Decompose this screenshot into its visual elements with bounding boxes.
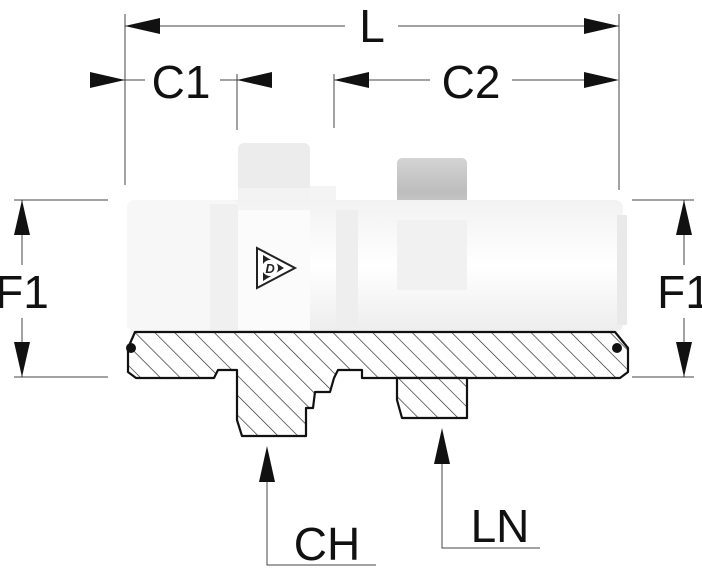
nut-cross-section [395,376,469,420]
arrowhead-icon [125,18,160,34]
left-o-ring [126,343,136,353]
arrowhead-icon [259,446,275,482]
cross-section [126,330,630,438]
logo-letter: D [265,261,275,276]
arrowhead-icon [334,72,369,88]
right-end [617,215,627,325]
arrowhead-icon [237,72,272,88]
arrowhead-icon [676,200,692,235]
c1-label: C1 [152,56,211,108]
fitting-body [127,143,627,332]
ln-label: LN [471,500,530,552]
arrowhead-icon [584,72,619,88]
arrowhead-icon [584,18,619,34]
ch-label: CH [294,518,360,570]
f1-left-label: F1 [0,266,49,318]
right-hex-nut-face [397,220,467,290]
arrowhead-icon [676,342,692,377]
arrowhead-icon [434,428,450,464]
arrowhead-icon [14,200,30,235]
c2-label: C2 [442,56,501,108]
arrowhead-icon [14,342,30,377]
right-o-ring [612,343,622,353]
groove [336,210,358,330]
left-shoulder [210,204,238,330]
arrowhead-icon [90,72,125,88]
dunlop-logo-icon: D [256,246,298,290]
arrowheads [14,18,692,482]
f1-right-label: F1 [657,266,702,318]
length-label: L [359,0,385,52]
